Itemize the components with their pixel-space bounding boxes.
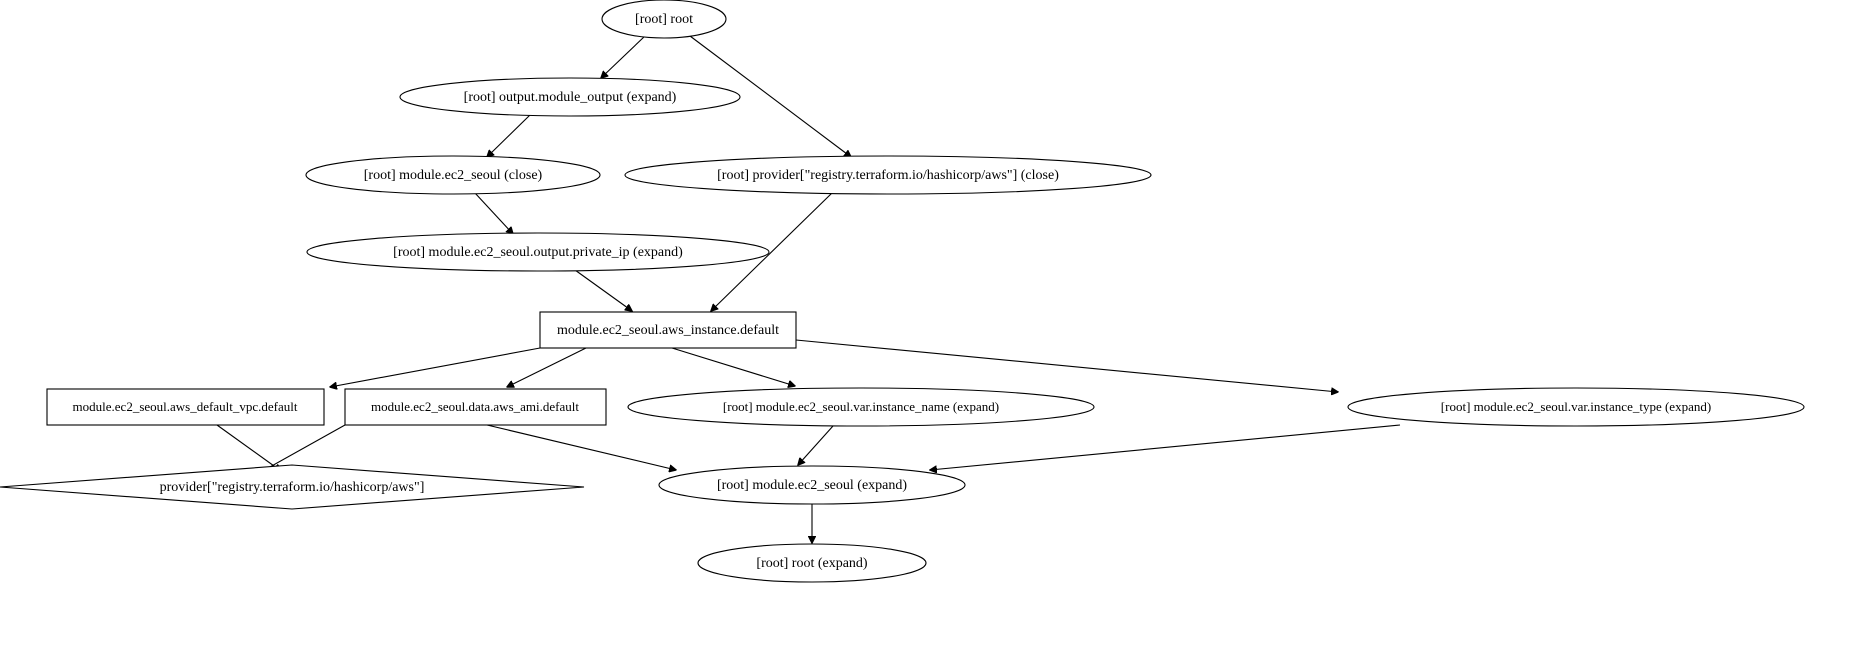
edge-var-instance-name-to-module-ec2-seoul-expand bbox=[798, 425, 834, 465]
edge-provider-aws-close-to-aws-instance-default bbox=[711, 192, 833, 311]
edge-aws-instance-default-to-var-instance-type bbox=[795, 339, 1338, 392]
node-aws-instance-default-label: module.ec2_seoul.aws_instance.default bbox=[557, 323, 779, 338]
edge-root-to-provider-aws-close bbox=[689, 35, 851, 157]
node-module-ec2-seoul-close[interactable]: [root] module.ec2_seoul (close) bbox=[305, 155, 601, 195]
node-output-module-output-label: [root] output.module_output (expand) bbox=[464, 90, 677, 105]
node-root-label: [root] root bbox=[635, 12, 693, 27]
edge-aws-instance-default-to-var-instance-name bbox=[671, 347, 795, 386]
edge-module-ec2-seoul-close-to-output-private-ip bbox=[474, 192, 513, 234]
node-layer: [root] root [root] output.module_output … bbox=[0, 0, 1805, 583]
node-module-ec2-seoul-expand-label: [root] module.ec2_seoul (expand) bbox=[717, 478, 907, 493]
node-root-bottom-partial[interactable]: [root] root (expand) bbox=[697, 543, 927, 583]
node-var-instance-type-label: [root] module.ec2_seoul.var.instance_typ… bbox=[1441, 399, 1711, 414]
edge-var-instance-type-to-module-ec2-seoul-expand bbox=[930, 424, 1401, 470]
node-output-private-ip[interactable]: [root] module.ec2_seoul.output.private_i… bbox=[306, 232, 770, 272]
node-data-aws-ami-default[interactable]: module.ec2_seoul.data.aws_ami.default bbox=[344, 388, 607, 426]
edge-output-private-ip-to-aws-instance-default bbox=[574, 269, 632, 311]
edge-root-to-output-module-output bbox=[601, 35, 646, 78]
node-output-module-output[interactable]: [root] output.module_output (expand) bbox=[399, 77, 741, 117]
node-provider-aws-close[interactable]: [root] provider["registry.terraform.io/h… bbox=[624, 155, 1152, 195]
node-aws-instance-default[interactable]: module.ec2_seoul.aws_instance.default bbox=[539, 311, 797, 349]
node-module-ec2-seoul-expand[interactable]: [root] module.ec2_seoul (expand) bbox=[658, 465, 966, 505]
edge-aws-instance-default-to-aws-default-vpc-default bbox=[330, 347, 541, 387]
node-var-instance-name[interactable]: [root] module.ec2_seoul.var.instance_nam… bbox=[627, 387, 1095, 427]
edge-aws-instance-default-to-data-aws-ami-default bbox=[507, 347, 587, 387]
edge-output-module-output-to-module-ec2-seoul-close bbox=[487, 114, 531, 157]
edge-data-aws-ami-default-to-module-ec2-seoul-expand bbox=[486, 424, 676, 470]
node-provider-aws-label: provider["registry.terraform.io/hashicor… bbox=[160, 480, 425, 495]
node-root-bottom-partial-label: [root] root (expand) bbox=[756, 556, 868, 571]
node-var-instance-name-label: [root] module.ec2_seoul.var.instance_nam… bbox=[723, 399, 999, 414]
node-provider-aws-close-label: [root] provider["registry.terraform.io/h… bbox=[717, 168, 1059, 183]
edge-aws-default-vpc-default-to-provider-aws bbox=[216, 424, 281, 471]
node-var-instance-type[interactable]: [root] module.ec2_seoul.var.instance_typ… bbox=[1347, 387, 1805, 427]
node-provider-aws[interactable]: provider["registry.terraform.io/hashicor… bbox=[0, 464, 585, 510]
node-root[interactable]: [root] root bbox=[601, 0, 727, 39]
node-aws-default-vpc-default-label: module.ec2_seoul.aws_default_vpc.default bbox=[73, 399, 298, 414]
edge-layer bbox=[216, 35, 1401, 543]
node-output-private-ip-label: [root] module.ec2_seoul.output.private_i… bbox=[393, 245, 683, 260]
node-data-aws-ami-default-label: module.ec2_seoul.data.aws_ami.default bbox=[371, 399, 579, 414]
node-module-ec2-seoul-close-label: [root] module.ec2_seoul (close) bbox=[364, 168, 543, 183]
node-aws-default-vpc-default[interactable]: module.ec2_seoul.aws_default_vpc.default bbox=[46, 388, 325, 426]
